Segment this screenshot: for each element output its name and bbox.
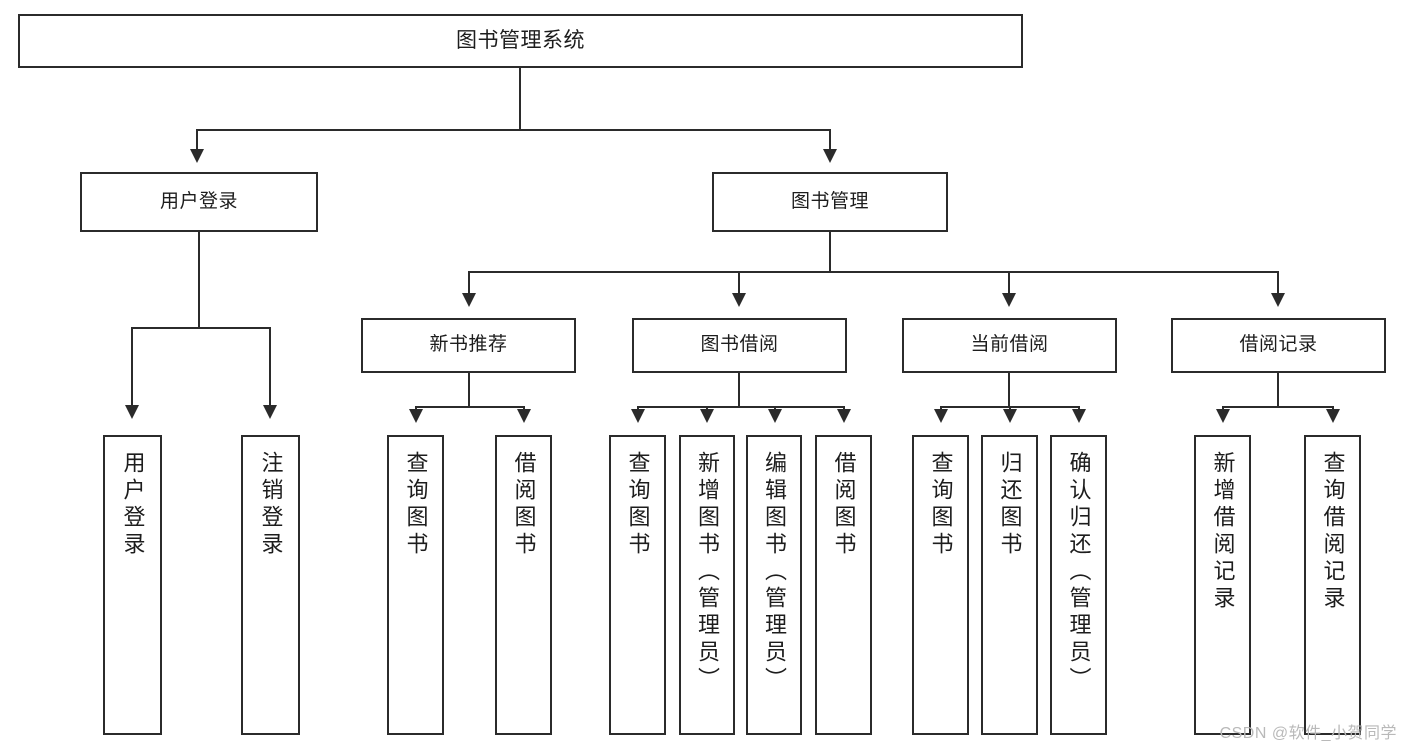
leaf-user-login-logout[interactable]: 注销登录 [241,435,300,735]
leaf-current-return-book[interactable]: 归还图书 [981,435,1038,735]
node-label: 编辑图书（管理员） [762,451,787,694]
node-label: 当前借阅 [970,334,1049,356]
edge-book-mgmt-drop-2 [738,271,740,295]
leaf-user-login-login[interactable]: 用户登录 [103,435,162,735]
leaf-borrow-query-book[interactable]: 查询图书 [609,435,666,735]
node-label: 借阅图书 [831,451,857,559]
leaf-borrow-borrow-book[interactable]: 借阅图书 [815,435,872,735]
node-label: 确认归还（管理员） [1066,451,1092,694]
edge-book-mgmt-drop-3 [1008,271,1010,295]
arrowhead-new-book-leaf-2 [517,409,531,423]
arrowhead-new-book-leaf-1 [409,409,423,423]
node-root-system[interactable]: 图书管理系统 [18,14,1023,68]
edge-book-mgmt-drop-1 [468,271,470,295]
node-label: 图书借阅 [700,334,779,356]
edge-root-to-user-login [196,129,198,151]
node-book-borrow[interactable]: 图书借阅 [632,318,847,373]
node-borrow-records[interactable]: 借阅记录 [1171,318,1386,373]
edge-new-book-bus [415,406,525,408]
arrowhead-current-borrow-leaf-1 [934,409,948,423]
arrowhead-book-mgmt-child-2 [732,293,746,307]
leaf-records-query-record[interactable]: 查询借阅记录 [1304,435,1361,735]
edge-book-borrow-bus [637,406,845,408]
arrowhead-user-login-leaf-2 [263,405,277,419]
leaf-new-book-query[interactable]: 查询图书 [387,435,444,735]
node-current-borrow[interactable]: 当前借阅 [902,318,1117,373]
node-new-book-recommend[interactable]: 新书推荐 [361,318,576,373]
arrowhead-book-mgmt-child-3 [1002,293,1016,307]
arrowhead-borrow-records-leaf-2 [1326,409,1340,423]
leaf-current-confirm-return-admin[interactable]: 确认归还（管理员） [1050,435,1107,735]
arrowhead-root-to-book-mgmt [823,149,837,163]
arrowhead-book-mgmt-child-4 [1271,293,1285,307]
arrowhead-book-mgmt-child-1 [462,293,476,307]
leaf-borrow-edit-book-admin[interactable]: 编辑图书（管理员） [746,435,802,735]
edge-book-mgmt-drop-4 [1277,271,1279,295]
edge-book-borrow-stem [738,373,740,407]
arrowhead-book-borrow-leaf-1 [631,409,645,423]
node-label: 查询图书 [403,451,429,559]
edge-book-mgmt-bus [468,271,1278,273]
arrowhead-book-borrow-leaf-2 [700,409,714,423]
node-label: 图书管理 [790,190,869,212]
node-label: 图书管理系统 [456,28,585,52]
leaf-new-book-borrow[interactable]: 借阅图书 [495,435,552,735]
node-label: 新增图书（管理员） [695,451,720,694]
edge-borrow-records-stem [1277,373,1279,407]
edge-root-to-book-mgmt [829,129,831,151]
leaf-current-query-book[interactable]: 查询图书 [912,435,969,735]
leaf-borrow-add-book-admin[interactable]: 新增图书（管理员） [679,435,735,735]
edge-borrow-records-bus [1222,406,1334,408]
node-label: 注销登录 [258,451,284,559]
node-label: 用户登录 [120,451,146,559]
edge-root-bus [196,129,831,131]
arrowhead-user-login-leaf-1 [125,405,139,419]
edge-user-login-stem [198,232,200,328]
edge-current-borrow-stem [1008,373,1010,407]
node-label: 查询借阅记录 [1320,451,1346,613]
node-label: 归还图书 [997,451,1023,559]
edge-user-login-drop-2 [269,327,271,407]
node-label: 查询图书 [928,451,954,559]
node-label: 借阅记录 [1239,334,1318,356]
arrowhead-root-to-user-login [190,149,204,163]
node-user-login[interactable]: 用户登录 [80,172,318,232]
edge-user-login-bus [131,327,271,329]
edge-user-login-drop-1 [131,327,133,407]
arrowhead-current-borrow-leaf-2 [1003,409,1017,423]
node-label: 新书推荐 [429,334,508,356]
node-label: 查询图书 [625,451,651,559]
edge-book-mgmt-stem [829,232,831,272]
node-label: 用户登录 [159,190,238,212]
arrowhead-book-borrow-leaf-3 [768,409,782,423]
node-book-management[interactable]: 图书管理 [712,172,948,232]
arrowhead-current-borrow-leaf-3 [1072,409,1086,423]
node-label: 借阅图书 [511,451,537,559]
edge-root-stem [519,68,521,130]
arrowhead-book-borrow-leaf-4 [837,409,851,423]
node-label: 新增借阅记录 [1210,451,1236,613]
edge-new-book-stem [468,373,470,407]
leaf-records-add-record[interactable]: 新增借阅记录 [1194,435,1251,735]
arrowhead-borrow-records-leaf-1 [1216,409,1230,423]
